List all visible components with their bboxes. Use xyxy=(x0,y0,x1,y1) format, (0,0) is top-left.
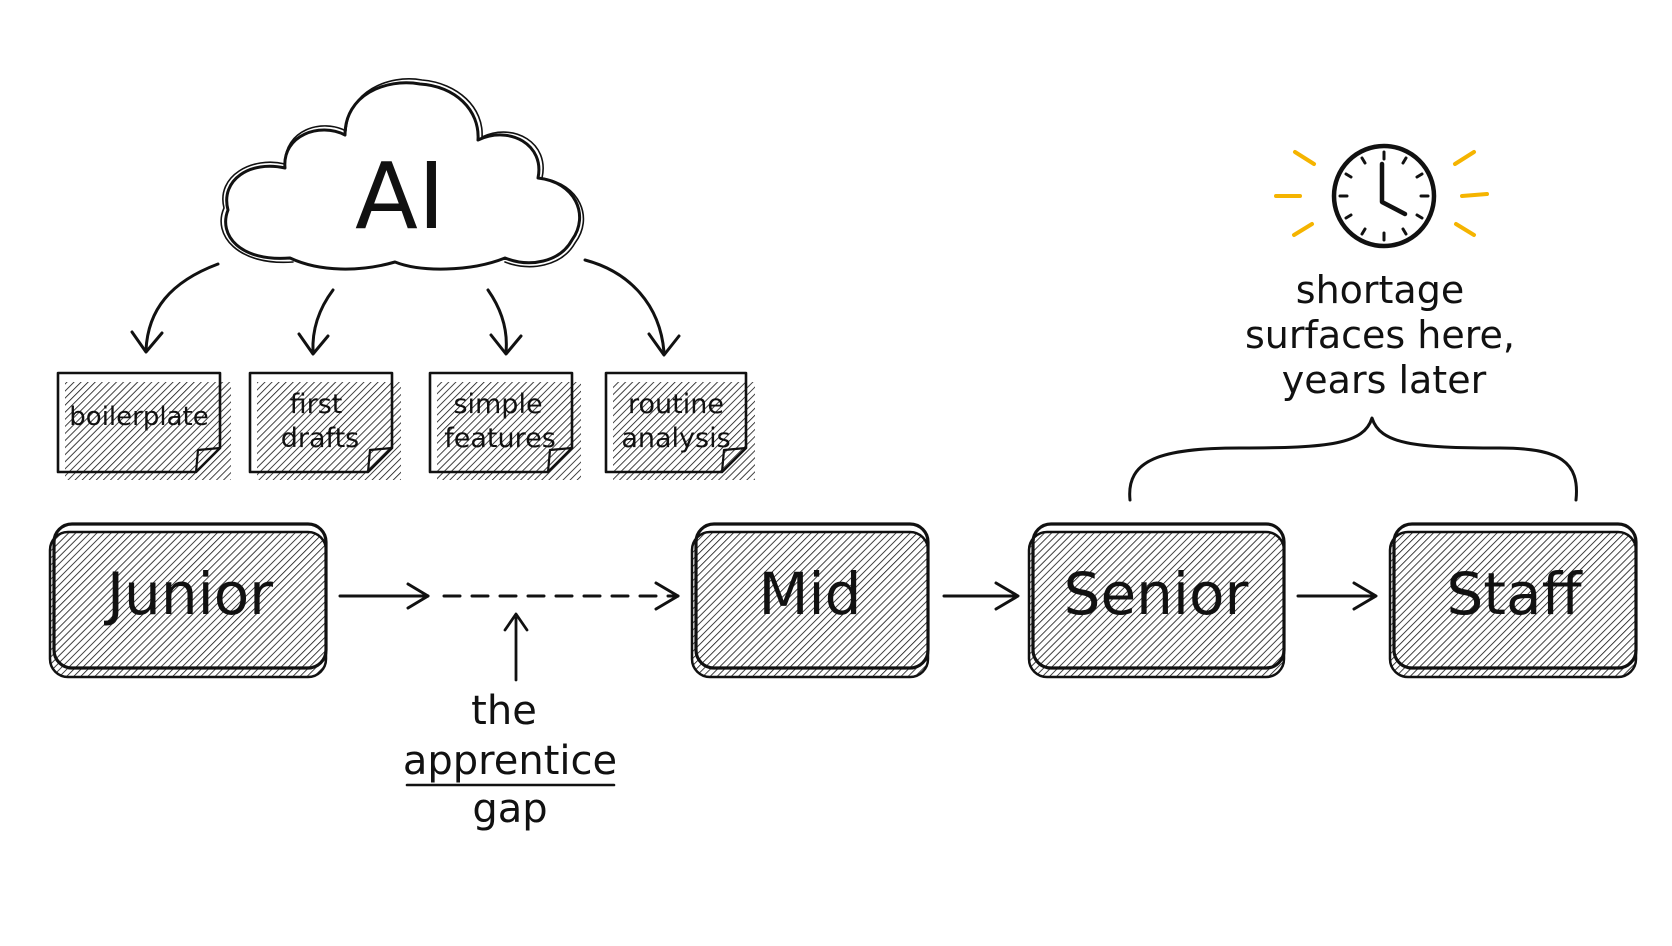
note-body xyxy=(428,371,574,474)
clock-icon xyxy=(1274,143,1489,249)
junior-to-mid-dashed-arrow xyxy=(338,581,680,611)
note-text-line: analysis xyxy=(621,423,730,454)
clock-ticks xyxy=(1338,150,1430,242)
clock-rays xyxy=(1274,150,1489,237)
cloud-shape xyxy=(224,81,582,271)
arrowhead xyxy=(406,582,430,610)
arrowhead-boilerplate xyxy=(130,330,164,354)
arrow-to-boilerplate xyxy=(144,262,220,352)
clock-face xyxy=(1331,143,1437,249)
cloud-arrows xyxy=(130,258,681,357)
ai-cloud: AI xyxy=(220,78,585,271)
arrow-to-simple-features xyxy=(486,288,508,354)
stage-box-body xyxy=(1392,522,1638,670)
cloud-shape-sketch xyxy=(220,78,585,268)
note-fold xyxy=(546,446,574,474)
note-text-line: boilerplate xyxy=(69,402,208,432)
note-fold xyxy=(194,446,222,474)
arrowhead xyxy=(654,581,680,611)
note-text-line: simple xyxy=(453,389,542,420)
shortage-note-line-2: surfaces here, xyxy=(1245,313,1515,357)
stage-box-mid: Mid xyxy=(690,522,930,679)
task-note-boilerplate: boilerplate xyxy=(56,371,231,480)
stage-box-body xyxy=(1031,522,1286,670)
task-note-first-drafts: first drafts xyxy=(248,371,401,480)
task-note-routine-analysis: routine analysis xyxy=(604,371,755,480)
note-body xyxy=(248,371,394,474)
note-text-line: drafts xyxy=(281,423,359,454)
note-body xyxy=(604,371,748,474)
arrowhead xyxy=(1352,581,1378,611)
stage-box-staff: Staff xyxy=(1388,522,1638,679)
arrow-to-routine-analysis xyxy=(583,258,666,354)
note-text-line: first xyxy=(290,389,343,420)
stage-box-body xyxy=(694,522,930,670)
arrowhead xyxy=(994,581,1020,611)
shortage-note-line-1: shortage xyxy=(1296,268,1464,312)
cloud-label: AI xyxy=(355,143,445,250)
stage-label: Junior xyxy=(104,560,273,628)
gap-note-line-2: apprentice xyxy=(403,738,617,784)
stage-label: Staff xyxy=(1446,560,1583,628)
senior-to-staff-arrow xyxy=(1296,581,1378,611)
mid-to-senior-arrow xyxy=(942,581,1020,611)
stage-box-body xyxy=(52,522,328,670)
stage-label: Mid xyxy=(759,560,862,628)
shortage-annotation: shortage surfaces here, years later xyxy=(1128,268,1578,502)
note-text-line: features xyxy=(444,423,556,454)
stage-label: Senior xyxy=(1064,560,1249,628)
gap-note-line-3: gap xyxy=(472,786,547,832)
stage-box-senior: Senior xyxy=(1027,522,1286,679)
note-fold xyxy=(720,446,748,474)
clock-hands xyxy=(1379,161,1408,217)
apprentice-gap-annotation: the apprentice gap xyxy=(403,612,617,832)
shortage-brace xyxy=(1128,416,1578,502)
note-fold xyxy=(366,446,394,474)
arrowhead-simple-features xyxy=(489,333,523,356)
arrowhead-routine-analysis xyxy=(647,332,681,357)
stage-box-junior: Junior xyxy=(48,522,328,679)
note-text-line: routine xyxy=(628,389,724,420)
task-note-simple-features: simple features xyxy=(428,371,581,480)
arrow-to-first-drafts xyxy=(311,288,335,354)
arrowhead-first-drafts xyxy=(297,332,330,356)
gap-note-line-1: the xyxy=(471,688,537,734)
arrowhead xyxy=(503,612,529,632)
shortage-note-line-3: years later xyxy=(1282,358,1487,402)
note-body xyxy=(56,371,222,474)
